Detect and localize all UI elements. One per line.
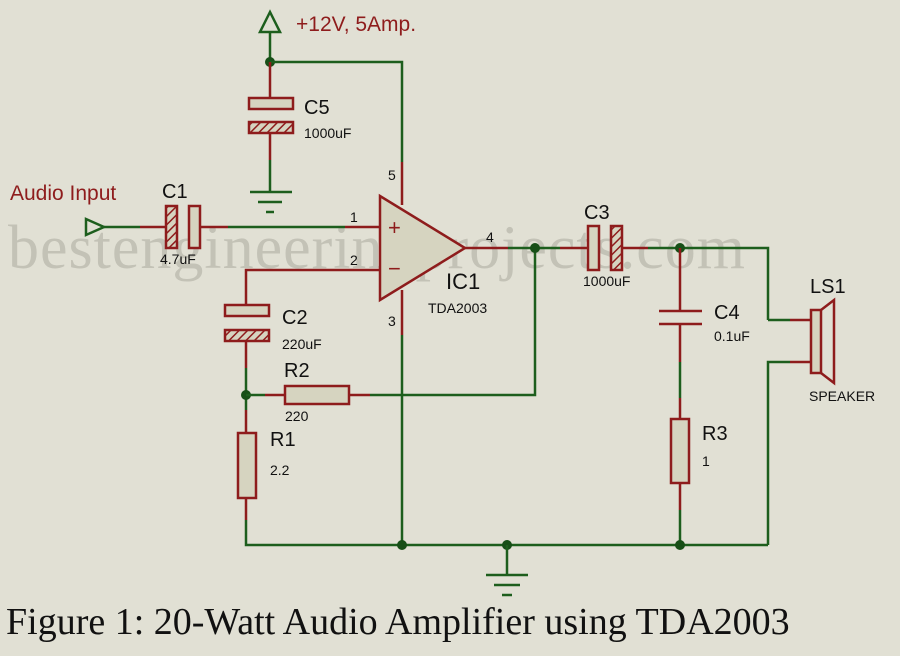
op-amp-ic1: [378, 193, 468, 303]
ic-part: TDA2003: [428, 300, 487, 316]
pin-2: 2: [350, 252, 358, 268]
pin-4: 4: [486, 229, 494, 245]
c4-value: 0.1uF: [714, 328, 750, 344]
junction: [675, 540, 685, 550]
c1-value: 4.7uF: [160, 251, 196, 267]
pin-5: 5: [388, 167, 396, 183]
ls1-value: SPEAKER: [809, 388, 875, 404]
r2-value: 220: [285, 408, 309, 424]
wire: [648, 246, 770, 320]
ground-icon: [250, 190, 292, 214]
wire: [766, 360, 790, 545]
r3-ref: R3: [702, 423, 728, 445]
audio-input-label: Audio Input: [10, 182, 116, 205]
junction: [530, 243, 540, 253]
junction: [397, 540, 407, 550]
resistor-r2: [283, 384, 351, 406]
ls1-ref: LS1: [810, 276, 846, 298]
speaker-icon: [809, 297, 836, 386]
minus-sign: −: [388, 256, 401, 281]
capacitor-c5: [247, 96, 295, 135]
figure-caption: Figure 1: 20-Watt Audio Amplifier using …: [6, 601, 790, 643]
supply-label: +12V, 5Amp.: [296, 13, 416, 36]
resistor-r3: [669, 417, 691, 485]
plus-sign: +: [388, 215, 401, 240]
supply-terminal-icon: [257, 9, 283, 62]
ic-ref: IC1: [446, 269, 480, 294]
wire: [244, 268, 380, 305]
r2-ref: R2: [284, 360, 310, 382]
ground-icon: [486, 573, 528, 597]
input-terminal-icon: [84, 217, 108, 237]
r3-value: 1: [702, 453, 710, 469]
c5-ref: C5: [304, 97, 330, 119]
c1-ref: C1: [162, 181, 188, 203]
r1-value: 2.2: [270, 462, 290, 478]
resistor-r1: [236, 431, 258, 500]
c2-value: 220uF: [282, 336, 322, 352]
c4-ref: C4: [714, 302, 740, 324]
c2-ref: C2: [282, 307, 308, 329]
c5-value: 1000uF: [304, 125, 351, 141]
capacitor-c3: [586, 224, 624, 272]
capacitor-c2: [223, 303, 271, 343]
ground-rail: [244, 520, 768, 547]
c3-ref: C3: [584, 202, 610, 224]
pin-3: 3: [388, 313, 396, 329]
c3-value: 1000uF: [583, 273, 630, 289]
wire: [370, 248, 537, 397]
wire: [270, 60, 404, 162]
r1-ref: R1: [270, 429, 296, 451]
capacitor-c4: [659, 309, 702, 326]
pin-1: 1: [350, 209, 358, 225]
